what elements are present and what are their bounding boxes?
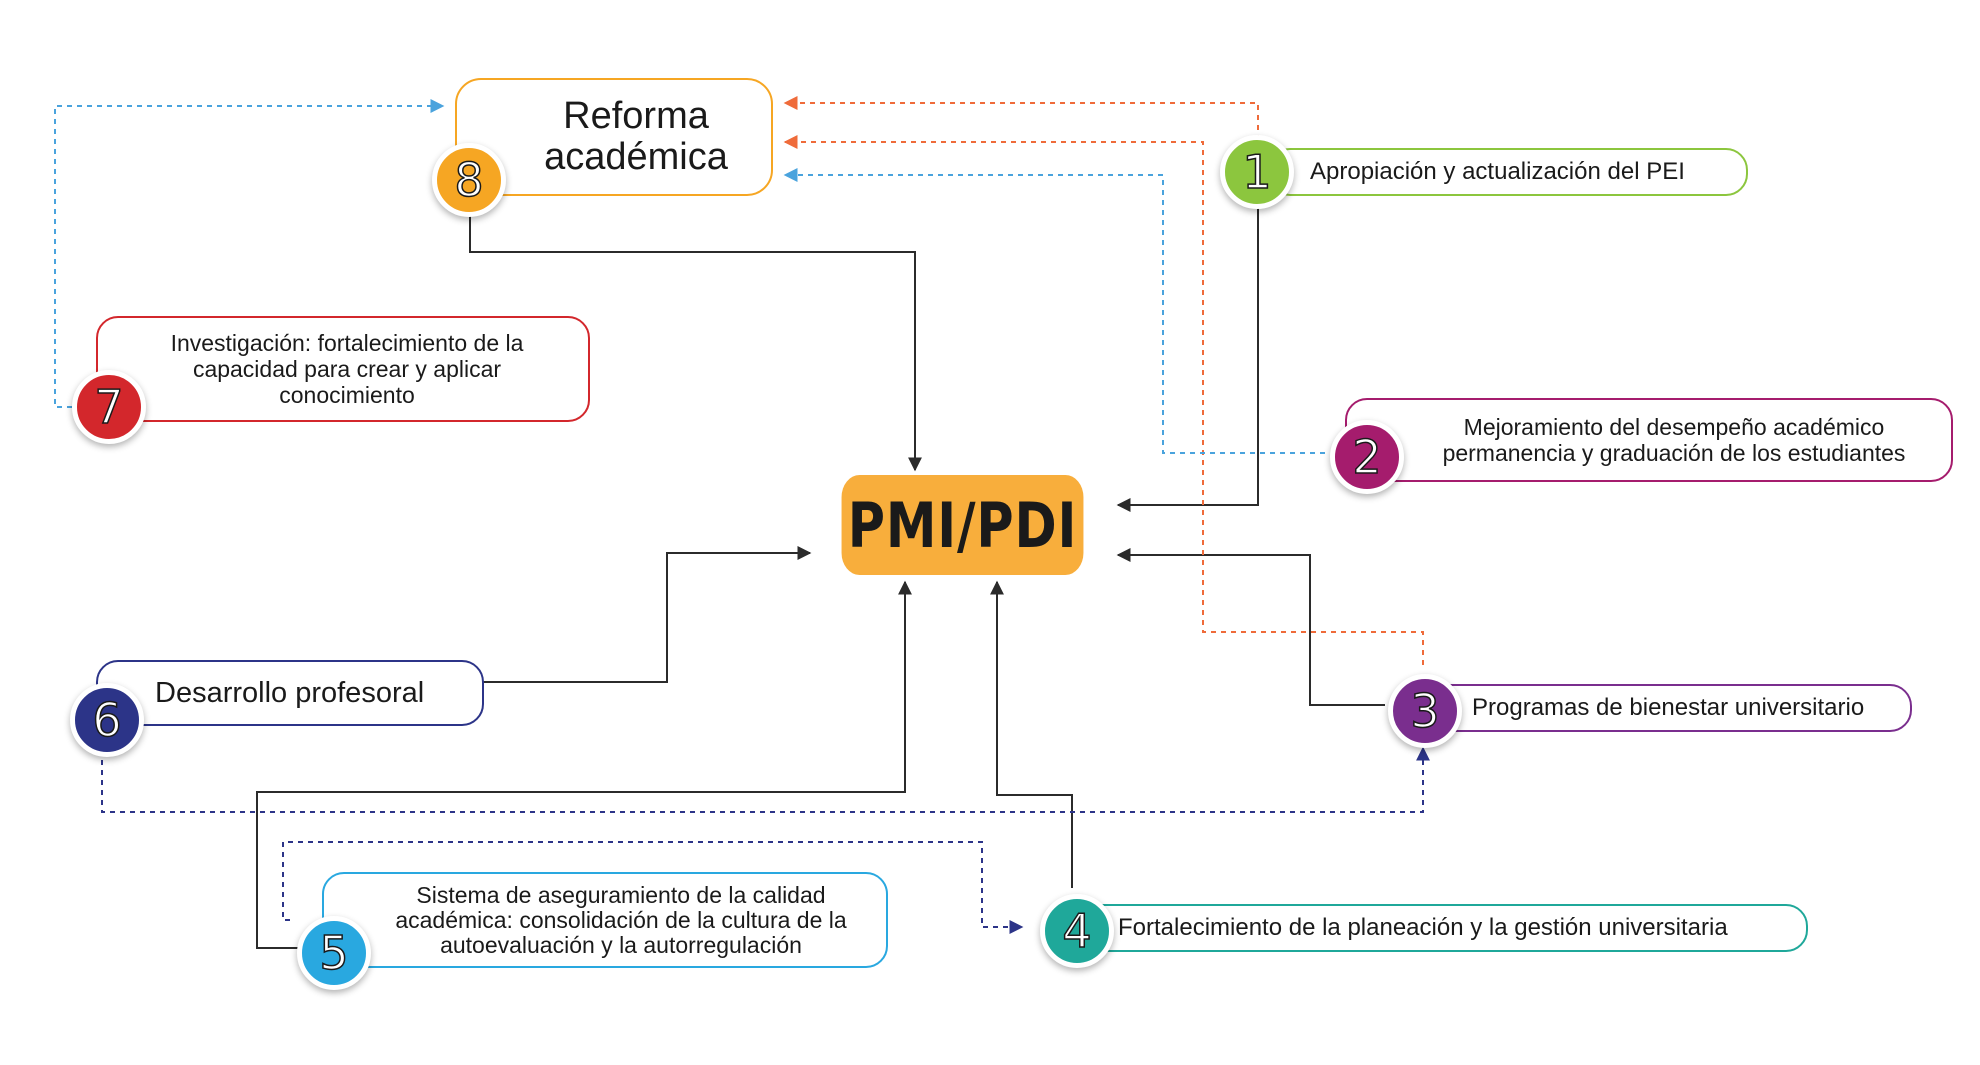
node-5-label: Sistema de aseguramiento de la calidad a…: [395, 881, 847, 958]
node-7-badge: 7: [72, 370, 146, 444]
node-8-badge: 8: [432, 143, 506, 217]
connector-1-to-center: [1116, 205, 1259, 512]
connector-6-to-center: [482, 546, 812, 683]
node-4-label: Fortalecimiento de la planeación y la ge…: [1118, 914, 1728, 941]
node-7-label: Investigación: fortalecimiento de la cap…: [170, 330, 524, 408]
node-4-badge: 4: [1040, 894, 1114, 968]
dashed-3-to-8: [783, 135, 1424, 665]
dashed-1-to-8: [783, 96, 1259, 140]
node-6-badge: 6: [70, 683, 144, 757]
node-3-bienestar-universitario: Programas de bienestar universitario: [1400, 684, 1912, 732]
node-7-investigacion: Investigación: fortalecimiento de la cap…: [96, 316, 590, 422]
node-5-badge: 5: [297, 916, 371, 990]
connector-3-to-center: [1116, 548, 1385, 706]
node-3-label: Programas de bienestar universitario: [1472, 694, 1865, 721]
dashed-6-to-3: [101, 746, 1430, 813]
node-3-badge: 3: [1388, 674, 1462, 748]
node-1-badge: 1: [1220, 135, 1294, 209]
node-6-label: Desarrollo profesoral: [155, 676, 425, 709]
dashed-5-to-4: [282, 841, 1024, 934]
node-6-desarrollo-profesoral: Desarrollo profesoral: [96, 660, 484, 726]
node-2-desempeno-academico: Mejoramiento del desempeño académico per…: [1345, 398, 1953, 482]
pmi-pdi-center-box: PMI/PDI: [841, 475, 1084, 575]
node-1-apropiacion-pei: Apropiación y actualización del PEI: [1268, 148, 1748, 196]
node-2-badge: 2: [1330, 420, 1404, 494]
connector-4-to-center: [990, 580, 1073, 888]
dashed-2-to-8: [783, 168, 1325, 454]
node-1-label: Apropiación y actualización del PEI: [1310, 158, 1685, 185]
node-2-label: Mejoramiento del desempeño académico per…: [1442, 414, 1906, 466]
node-8-label: Reforma académica: [544, 95, 728, 178]
connector-8-to-center: [469, 215, 922, 472]
node-5-aseguramiento-calidad: Sistema de aseguramiento de la calidad a…: [322, 872, 888, 968]
dashed-7-to-8: [54, 99, 445, 408]
connector-5-to-center: [256, 580, 912, 949]
node-8-reforma-academica: Reforma académica: [455, 78, 773, 196]
node-4-planeacion-gestion: Fortalecimiento de la planeación y la ge…: [1058, 904, 1808, 952]
